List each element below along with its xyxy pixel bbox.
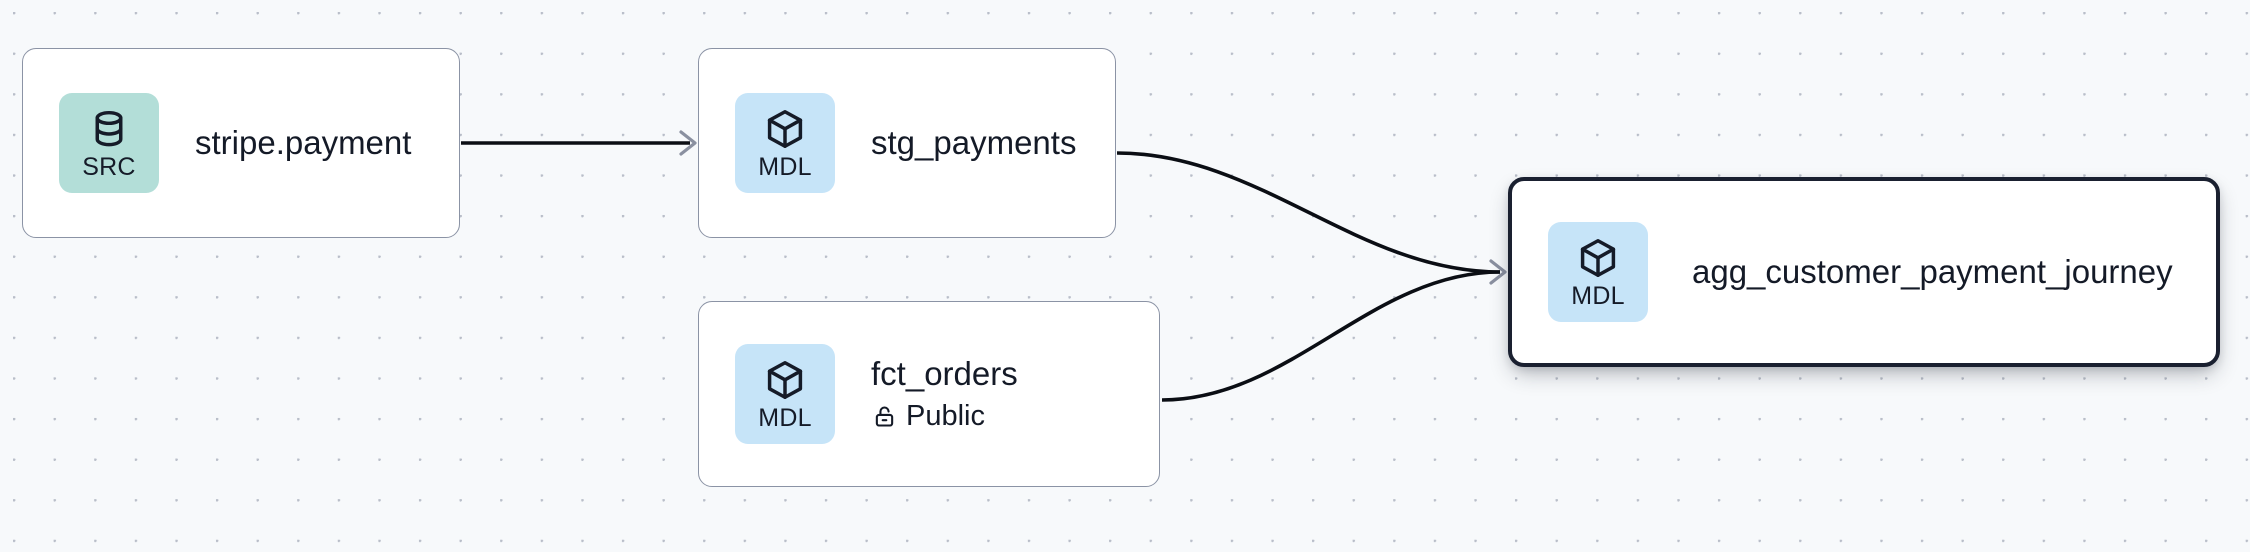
node-type-badge-src: SRC	[59, 93, 159, 193]
badge-label: MDL	[758, 152, 812, 181]
edge-stripe-to-stg	[461, 130, 697, 156]
node-stripe-payment[interactable]: SRC stripe.payment	[22, 48, 460, 238]
node-body: agg_customer_payment_journey	[1692, 253, 2173, 291]
arrowhead-icon	[1489, 259, 1507, 285]
node-body: stg_payments	[871, 124, 1076, 162]
node-type-badge-mdl: MDL	[735, 93, 835, 193]
cube-icon	[1576, 236, 1620, 280]
badge-label: MDL	[1571, 281, 1625, 310]
unlock-icon	[871, 403, 898, 430]
node-title: fct_orders	[871, 355, 1018, 393]
node-body: stripe.payment	[195, 124, 411, 162]
node-fct-orders[interactable]: MDL fct_orders Public	[698, 301, 1160, 487]
node-stg-payments[interactable]: MDL stg_payments	[698, 48, 1116, 238]
node-visibility-label: Public	[906, 399, 985, 432]
edge-stg-to-agg	[1116, 151, 1507, 285]
database-icon	[87, 107, 131, 151]
node-title: stg_payments	[871, 123, 1077, 161]
cube-icon	[763, 107, 807, 151]
badge-label: MDL	[758, 403, 812, 432]
node-type-badge-mdl: MDL	[735, 344, 835, 444]
node-visibility: Public	[871, 399, 1018, 433]
node-body: fct_orders Public	[871, 355, 1018, 432]
node-title: stripe.payment	[195, 123, 412, 161]
edge-fct-to-agg	[1161, 270, 1501, 402]
node-type-badge-mdl: MDL	[1548, 222, 1648, 322]
node-agg-customer-payment-journey[interactable]: MDL agg_customer_payment_journey	[1508, 177, 2220, 367]
arrowhead-icon	[679, 130, 697, 156]
badge-label: SRC	[82, 152, 136, 181]
node-title: agg_customer_payment_journey	[1692, 252, 2173, 290]
cube-icon	[763, 358, 807, 402]
